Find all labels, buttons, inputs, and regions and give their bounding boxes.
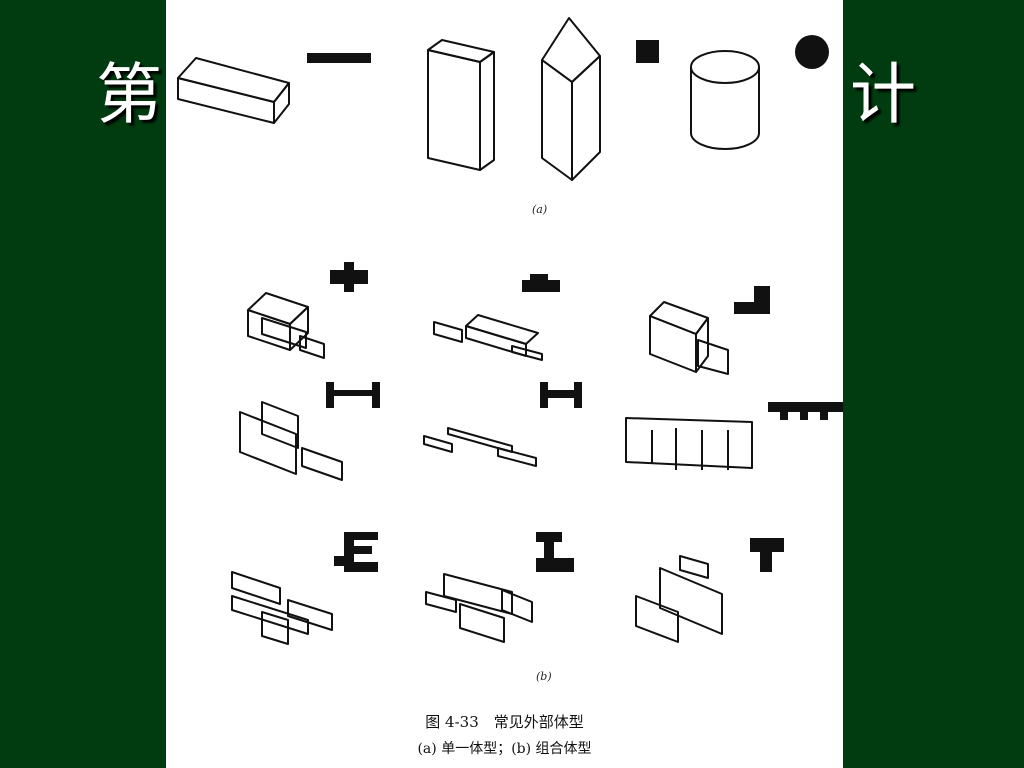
textbook-figure: (a) (b) 图 4-33 常见外部体型 (a) 单一体型；(b) 组合体型 <box>166 0 843 768</box>
combined-form-6 <box>625 417 753 470</box>
pointed-prism-drawing <box>541 17 601 181</box>
figure-drawing <box>177 17 843 645</box>
figure-caption: 图 4-33 常见外部体型 <box>425 713 584 731</box>
figure-label-b: (b) <box>536 670 552 683</box>
combined-form-5 <box>423 427 537 467</box>
combined-form-8 <box>425 573 533 643</box>
slide-title-fragment-left: 第 <box>96 56 162 133</box>
figure-subcaption: (a) 单一体型；(b) 组合体型 <box>417 741 592 757</box>
slab-block-drawing <box>427 39 495 171</box>
plan-shapes <box>307 35 843 572</box>
slide-title-fragment-right: 计 <box>850 56 916 133</box>
combined-form-7 <box>231 571 333 645</box>
combined-form-4 <box>239 401 343 481</box>
horizontal-prism-drawing <box>177 57 290 124</box>
cylinder-drawing <box>690 50 760 150</box>
combined-form-2 <box>433 314 543 361</box>
combined-form-1 <box>247 292 325 359</box>
combined-form-3 <box>649 301 729 375</box>
figure-label-a: (a) <box>532 203 548 216</box>
combined-form-9 <box>635 555 723 643</box>
